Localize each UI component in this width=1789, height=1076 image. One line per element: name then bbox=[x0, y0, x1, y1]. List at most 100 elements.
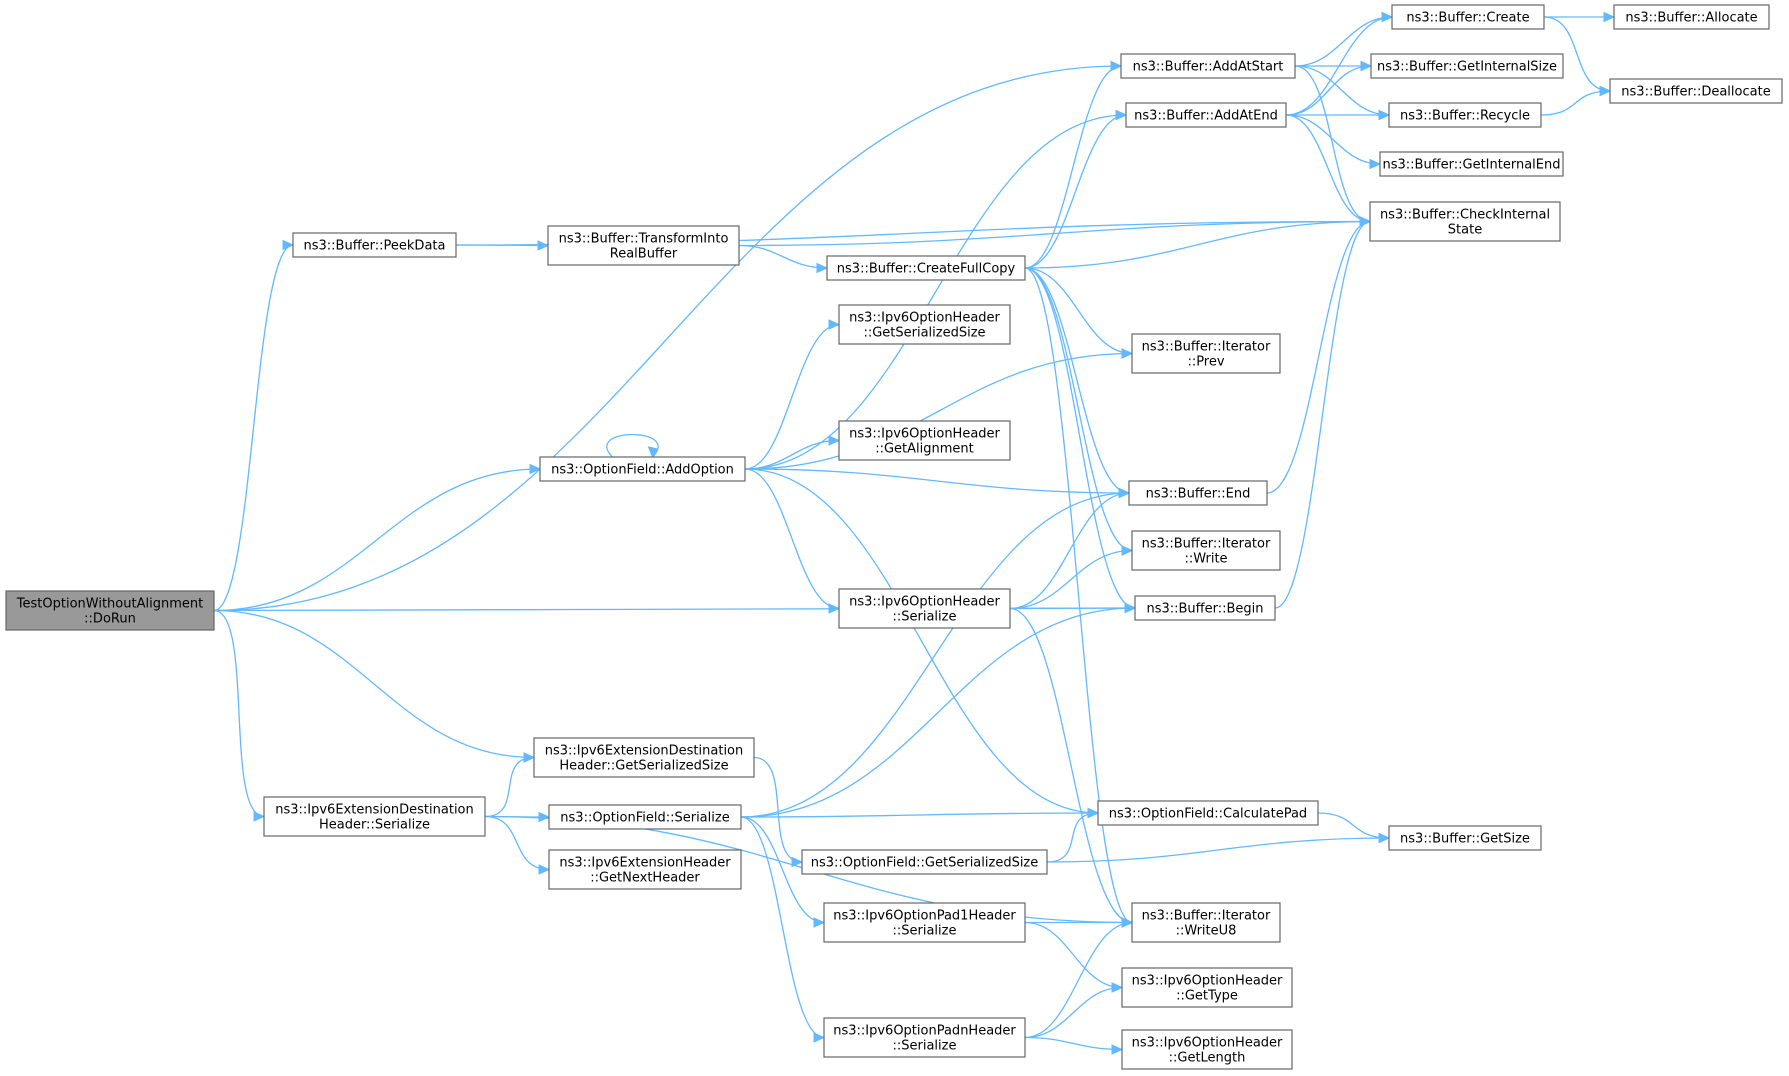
node-calcpad[interactable]: ns3::OptionField::CalculatePad bbox=[1097, 800, 1319, 826]
node-opthdr_gettype[interactable]: ns3::Ipv6OptionHeader::GetType bbox=[1121, 967, 1293, 1008]
node-label[interactable]: ns3::Buffer::Iterator bbox=[1142, 537, 1271, 552]
node-exthdr_getnext[interactable]: ns3::Ipv6ExtensionHeader::GetNextHeader bbox=[548, 849, 742, 890]
node-label[interactable]: ns3::Buffer::Iterator bbox=[1142, 340, 1271, 355]
node-box[interactable] bbox=[548, 804, 742, 830]
node-label[interactable]: ns3::Ipv6OptionHeader bbox=[849, 427, 1000, 442]
node-optfield_serialize[interactable]: ns3::OptionField::Serialize bbox=[548, 804, 742, 830]
node-addoption[interactable]: ns3::OptionField::AddOption bbox=[539, 456, 746, 482]
node-box[interactable] bbox=[533, 737, 755, 778]
node-box[interactable] bbox=[1388, 825, 1542, 851]
node-box[interactable] bbox=[263, 796, 486, 837]
node-iter_writeu8[interactable]: ns3::Buffer::Iterator::WriteU8 bbox=[1131, 902, 1281, 943]
node-padn_serialize[interactable]: ns3::Ipv6OptionPadnHeader::Serialize bbox=[823, 1017, 1026, 1058]
node-label[interactable]: ::Prev bbox=[1187, 355, 1224, 370]
node-label[interactable]: ::GetAlignment bbox=[875, 442, 974, 457]
node-label[interactable]: Header::Serialize bbox=[319, 818, 430, 833]
node-opthdr_getalign[interactable]: ns3::Ipv6OptionHeader::GetAlignment bbox=[838, 420, 1011, 461]
node-label[interactable]: ns3::OptionField::Serialize bbox=[560, 811, 729, 826]
node-label[interactable]: ns3::Ipv6ExtensionDestination bbox=[275, 803, 474, 818]
node-getinternalend[interactable]: ns3::Buffer::GetInternalEnd bbox=[1379, 151, 1564, 177]
node-label[interactable]: ns3::Buffer::AddAtStart bbox=[1133, 60, 1284, 75]
node-label[interactable]: ns3::Buffer::CreateFullCopy bbox=[837, 262, 1016, 277]
node-box[interactable] bbox=[1097, 800, 1319, 826]
node-label[interactable]: ns3::OptionField::CalculatePad bbox=[1109, 807, 1307, 822]
node-label[interactable]: ns3::Ipv6OptionHeader bbox=[1132, 1036, 1283, 1051]
node-recycle[interactable]: ns3::Buffer::Recycle bbox=[1388, 102, 1542, 128]
node-peekdata[interactable]: ns3::Buffer::PeekData bbox=[292, 232, 457, 258]
node-box[interactable] bbox=[1125, 102, 1287, 128]
node-box[interactable] bbox=[547, 225, 740, 266]
node-box[interactable] bbox=[1131, 333, 1281, 374]
node-label[interactable]: ::GetType bbox=[1176, 989, 1238, 1004]
node-begin[interactable]: ns3::Buffer::Begin bbox=[1134, 595, 1276, 621]
node-extdest_serialize[interactable]: ns3::Ipv6ExtensionDestinationHeader::Ser… bbox=[263, 796, 486, 837]
node-iter_prev[interactable]: ns3::Buffer::Iterator::Prev bbox=[1131, 333, 1281, 374]
node-box[interactable] bbox=[1131, 530, 1281, 571]
node-label[interactable]: ::Serialize bbox=[893, 610, 957, 625]
node-extdest_getsersize[interactable]: ns3::Ipv6ExtensionDestinationHeader::Get… bbox=[533, 737, 755, 778]
node-box[interactable] bbox=[1391, 4, 1545, 30]
node-label[interactable]: ns3::Buffer::GetSize bbox=[1400, 832, 1530, 847]
node-label[interactable]: ns3::Buffer::Iterator bbox=[1142, 909, 1271, 924]
node-getinternalsize[interactable]: ns3::Buffer::GetInternalSize bbox=[1370, 53, 1564, 79]
node-box[interactable] bbox=[1388, 102, 1542, 128]
node-box[interactable] bbox=[292, 232, 457, 258]
node-label[interactable]: ns3::Ipv6OptionPad1Header bbox=[833, 909, 1016, 924]
node-label[interactable]: ns3::Ipv6OptionHeader bbox=[1132, 974, 1283, 989]
node-label[interactable]: ns3::Buffer::Allocate bbox=[1625, 11, 1757, 26]
node-label[interactable]: ns3::OptionField::GetSerializedSize bbox=[811, 856, 1039, 871]
node-box[interactable] bbox=[1369, 201, 1561, 242]
node-box[interactable] bbox=[838, 304, 1011, 345]
node-label[interactable]: ::Write bbox=[1184, 552, 1227, 567]
node-label[interactable]: ns3::Buffer::Deallocate bbox=[1621, 85, 1770, 100]
node-label[interactable]: ns3::Buffer::AddAtEnd bbox=[1134, 109, 1278, 124]
node-label[interactable]: ns3::Ipv6ExtensionHeader bbox=[559, 856, 731, 871]
node-label[interactable]: ::DoRun bbox=[84, 612, 136, 627]
node-label[interactable]: ns3::Buffer::Recycle bbox=[1400, 109, 1530, 124]
node-iter_write[interactable]: ns3::Buffer::Iterator::Write bbox=[1131, 530, 1281, 571]
node-label[interactable]: ns3::Buffer::End bbox=[1146, 487, 1251, 502]
node-label[interactable]: ::WriteU8 bbox=[1176, 924, 1237, 939]
node-box[interactable] bbox=[539, 456, 746, 482]
node-label[interactable]: ns3::Buffer::Begin bbox=[1146, 602, 1263, 617]
node-box[interactable] bbox=[1121, 967, 1293, 1008]
node-box[interactable] bbox=[1370, 53, 1564, 79]
node-box[interactable] bbox=[548, 849, 742, 890]
node-label[interactable]: ::GetSerializedSize bbox=[863, 326, 985, 341]
node-getsize[interactable]: ns3::Buffer::GetSize bbox=[1388, 825, 1542, 851]
node-box[interactable] bbox=[1134, 595, 1276, 621]
node-opthdr_serialize[interactable]: ns3::Ipv6OptionHeader::Serialize bbox=[838, 588, 1011, 629]
node-label[interactable]: ns3::Buffer::PeekData bbox=[304, 239, 446, 254]
node-box[interactable] bbox=[823, 1017, 1026, 1058]
node-label[interactable]: ns3::Buffer::GetInternalSize bbox=[1377, 60, 1557, 75]
node-label[interactable]: ns3::OptionField::AddOption bbox=[551, 463, 734, 478]
node-label[interactable]: ns3::Ipv6OptionHeader bbox=[849, 595, 1000, 610]
node-label[interactable]: RealBuffer bbox=[610, 247, 678, 262]
node-create[interactable]: ns3::Buffer::Create bbox=[1391, 4, 1545, 30]
node-label[interactable]: Header::GetSerializedSize bbox=[559, 759, 728, 774]
node-end[interactable]: ns3::Buffer::End bbox=[1128, 480, 1268, 506]
node-label[interactable]: State bbox=[1448, 223, 1482, 238]
node-label[interactable]: TestOptionWithoutAlignment bbox=[16, 597, 203, 612]
node-addatend[interactable]: ns3::Buffer::AddAtEnd bbox=[1125, 102, 1287, 128]
node-box[interactable] bbox=[1379, 151, 1564, 177]
node-box[interactable] bbox=[1121, 1029, 1293, 1070]
node-box[interactable] bbox=[1131, 902, 1281, 943]
node-label[interactable]: ::Serialize bbox=[893, 1039, 957, 1054]
node-label[interactable]: ::GetNextHeader bbox=[590, 871, 700, 886]
node-label[interactable]: ns3::Ipv6OptionHeader bbox=[849, 311, 1000, 326]
node-allocate[interactable]: ns3::Buffer::Allocate bbox=[1613, 4, 1770, 30]
node-root[interactable]: TestOptionWithoutAlignment::DoRun bbox=[5, 590, 215, 631]
node-label[interactable]: ns3::Buffer::GetInternalEnd bbox=[1382, 158, 1560, 173]
node-pad1_serialize[interactable]: ns3::Ipv6OptionPad1Header::Serialize bbox=[823, 902, 1026, 943]
node-label[interactable]: ns3::Ipv6OptionPadnHeader bbox=[833, 1024, 1016, 1039]
node-label[interactable]: ::GetLength bbox=[1169, 1051, 1246, 1066]
node-box[interactable] bbox=[838, 420, 1011, 461]
node-opthdr_getlength[interactable]: ns3::Ipv6OptionHeader::GetLength bbox=[1121, 1029, 1293, 1070]
node-opthdr_getsersize[interactable]: ns3::Ipv6OptionHeader::GetSerializedSize bbox=[838, 304, 1011, 345]
node-addatstart[interactable]: ns3::Buffer::AddAtStart bbox=[1120, 53, 1296, 79]
node-box[interactable] bbox=[838, 588, 1011, 629]
node-deallocate[interactable]: ns3::Buffer::Deallocate bbox=[1609, 78, 1783, 104]
node-box[interactable] bbox=[1609, 78, 1783, 104]
